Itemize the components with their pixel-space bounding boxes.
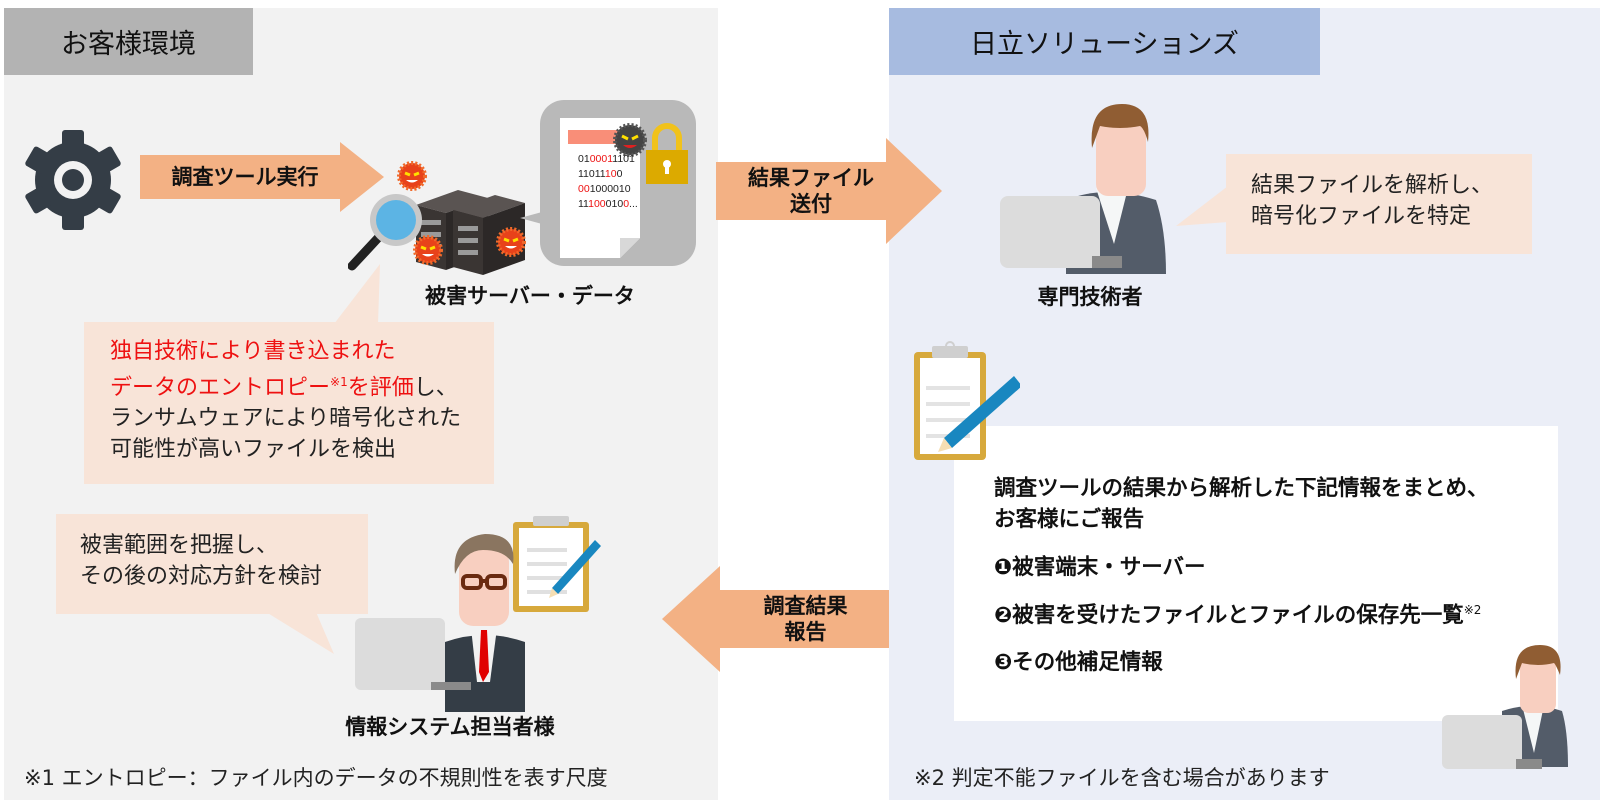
damage-scope-bubble: 被害範囲を把握し、 その後の対応方針を検討 (56, 514, 368, 654)
report-item: ❸その他補足情報 (994, 648, 1554, 679)
report-intro-line1: 調査ツールの結果から解析した下記情報をまとめ、 (994, 476, 1489, 501)
binary-segment: ... (629, 198, 638, 210)
send-results-arrow: 結果ファイル 送付 (716, 138, 942, 244)
footnote-ref-1: ※1 (330, 375, 348, 389)
report-item-text: その他補足情報 (1012, 650, 1163, 676)
infected-server-caption: 被害サーバー・データ (400, 280, 660, 310)
binary-segment: 11 (578, 198, 589, 210)
report-item: ❶被害端末・サーバー (994, 553, 1554, 584)
report-item-text: 被害を受けたファイルとファイルの保存先一覧 (1012, 602, 1464, 628)
it-staff-caption-text: 情報システム担当者様 (345, 715, 555, 739)
scope-line2: その後の対応方針を検討 (80, 564, 323, 589)
binary-segment: 0001 (589, 153, 613, 165)
binary-line: 001000010 (578, 182, 658, 197)
report-summary-text: 調査ツールの結果から解析した下記情報をまとめ、 お客様にご報告 ❶被害端末・サー… (994, 474, 1554, 679)
footnote-1: ※1 エントロピー：ファイル内のデータの不規則性を表す尺度 (24, 762, 608, 792)
report-results-arrow: 調査結果 報告 (662, 566, 889, 672)
expert-caption-text: 専門技術者 (1037, 285, 1143, 309)
it-staff-caption: 情報システム担当者様 (320, 711, 580, 741)
entropy-line3: ランサムウェアにより暗号化された (110, 406, 462, 432)
binary-segment: 010 (605, 198, 624, 210)
binary-segment: 00 (578, 183, 590, 195)
report-item-text: 被害端末・サーバー (1012, 555, 1206, 581)
entropy-line2a: データのエントロピー (110, 375, 331, 401)
expert-illustration (996, 104, 1176, 274)
gear-icon (20, 130, 126, 230)
report-item-marker: ❷ (994, 602, 1013, 628)
entropy-line2b: を評価 (347, 375, 414, 401)
binary-segment: 11011 (578, 168, 605, 180)
binary-segment: 0 (616, 168, 623, 180)
virus-icon (413, 235, 443, 265)
analysis-line2: 暗号化ファイルを特定 (1251, 204, 1472, 229)
report-results-label-2: 報告 (784, 620, 827, 644)
lock-icon (646, 123, 688, 184)
footnote-2: ※2 判定不能ファイルを含む場合があります (914, 762, 1330, 792)
binary-line: 111000100... (578, 197, 658, 212)
binary-line: 11011100 (578, 167, 658, 182)
entropy-line4: 可能性が高いファイルを検出 (110, 437, 397, 463)
report-item-marker: ❸ (994, 650, 1013, 676)
expert-small-illustration (1440, 645, 1575, 770)
binary-line: 0100011101 (578, 152, 658, 167)
run-tool-label: 調査ツール実行 (171, 164, 319, 189)
send-results-label-2: 送付 (790, 192, 832, 216)
footnote-2-text: ※2 判定不能ファイルを含む場合があります (914, 766, 1330, 790)
binary-segment: 01 (578, 153, 590, 165)
entropy-evaluation-bubble: 独自技術により書き込まれた データのエントロピー※1を評価し、 ランサムウェアに… (84, 264, 494, 484)
report-intro-line2: お客様にご報告 (994, 506, 1145, 532)
scope-line1: 被害範囲を把握し、 (80, 533, 279, 558)
virus-icon (397, 161, 427, 191)
report-item-marker: ❶ (994, 555, 1013, 581)
virus-icon (496, 227, 526, 257)
malware-icon (613, 123, 647, 157)
analysis-bubble: 結果ファイルを解析し、 暗号化ファイルを特定 (1176, 154, 1532, 254)
clipboard-icon (513, 516, 601, 612)
footnote-ref-2: ※2 (1463, 602, 1482, 617)
expert-caption: 専門技術者 (990, 281, 1190, 311)
footnote-1-text: ※1 エントロピー：ファイル内のデータの不規則性を表す尺度 (24, 766, 608, 790)
it-staff-illustration (355, 512, 625, 712)
laptop-icon (355, 618, 471, 690)
report-results-label-1: 調査結果 (763, 593, 848, 618)
report-summary-box (954, 426, 1558, 721)
laptop-icon (1000, 196, 1122, 268)
analysis-line1: 結果ファイルを解析し、 (1251, 173, 1494, 198)
entropy-line1: 独自技術により書き込まれた (110, 339, 396, 364)
hitachi-solutions-title: 日立ソリューションズ (970, 29, 1239, 60)
binary-segment: 1000010 (589, 183, 631, 195)
it-staff-person-icon (445, 534, 525, 712)
clipboard-icon (910, 340, 1020, 462)
hitachi-solutions-header: 日立ソリューションズ (889, 8, 1320, 75)
binary-segment: 100 (588, 198, 606, 210)
infected-server-caption-text: 被害サーバー・データ (425, 284, 635, 308)
entropy-line2c: し、 (413, 375, 458, 401)
customer-environment-title: お客様環境 (61, 29, 196, 60)
run-tool-arrow: 調査ツール実行 (140, 142, 384, 212)
laptop-icon (1442, 715, 1542, 769)
binary-segment: 1101 (612, 153, 635, 165)
binary-segment: 0 (623, 198, 630, 210)
binary-segment: 10 (604, 168, 617, 180)
infected-server-illustration (348, 150, 538, 280)
customer-environment-header: お客様環境 (4, 8, 253, 75)
send-results-label-1: 結果ファイル (748, 165, 874, 190)
report-item: ❷被害を受けたファイルとファイルの保存先一覧※2 (994, 601, 1554, 632)
magnifier-icon (348, 194, 422, 271)
